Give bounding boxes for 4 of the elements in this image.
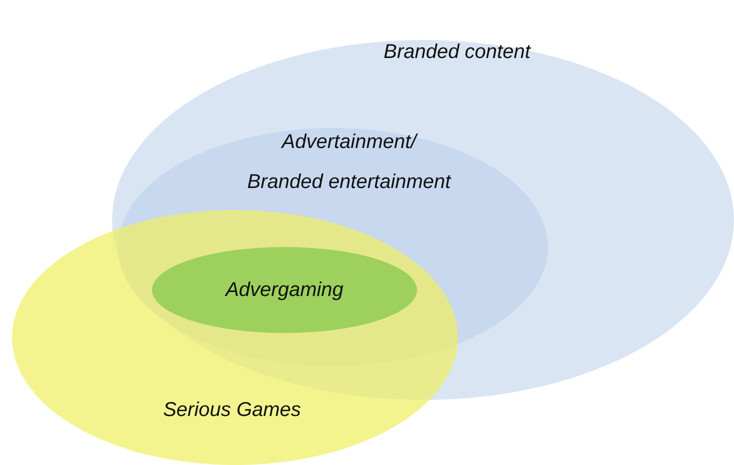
region-label: Advergaming <box>224 278 344 303</box>
region-label: Advertainment/ Branded entertainment <box>246 130 452 195</box>
region-label: Serious Games <box>162 398 302 423</box>
region-label: Branded content <box>382 40 532 65</box>
